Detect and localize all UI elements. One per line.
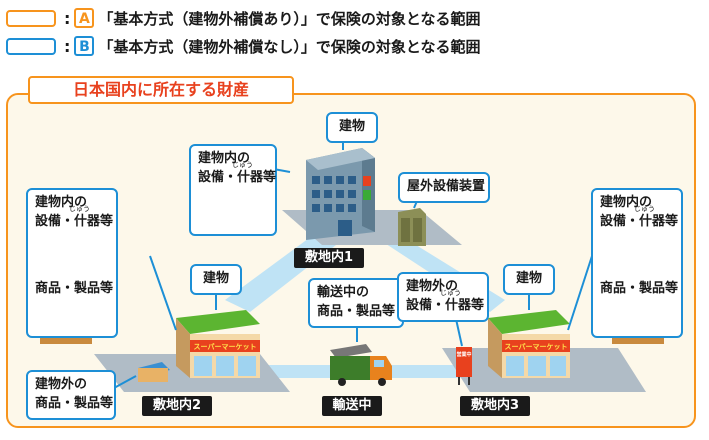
office-building-icon (306, 148, 375, 240)
supermarket-left-icon: スーパーマーケット (176, 310, 260, 378)
callout-left-outside: 建物外の 商品・製品等 (26, 370, 116, 420)
legend-colon: : (64, 8, 71, 28)
site2-label: 敷地内2 (142, 396, 212, 416)
callout-building-top: 建物 (326, 112, 378, 143)
site1-label: 敷地内1 (294, 248, 364, 268)
transit-label: 輸送中 (322, 396, 382, 416)
store-sign-right: スーパーマーケット (505, 342, 568, 351)
callout-building-right: 建物 (503, 264, 555, 295)
callout-left-inside: 建物内の じゅう設備・什器等 商品・製品等 (26, 188, 118, 338)
sandwich-board-icon: 営業中 (456, 347, 472, 385)
ruby-ju: じゅう (440, 288, 461, 297)
callout-outdoor-equipment: 屋外設備装置 (398, 172, 490, 203)
ruby-ju: じゅう (232, 160, 253, 169)
callout-top-equipment: 建物内の じゅう設備・什器等 (189, 144, 277, 236)
store-sign-left: スーパーマーケット (194, 342, 257, 351)
sandwich-board-text: 営業中 (456, 351, 471, 358)
blue-scope-swatch (6, 37, 56, 55)
legend-text-b: 「基本方式（建物外補償なし）」で保険の対象となる範囲 (98, 37, 481, 56)
callout-transit: 輸送中の 商品・製品等 (308, 278, 404, 328)
legend-colon: : (64, 36, 71, 56)
frame-title: 日本国内に所在する財産 (28, 76, 294, 104)
delivery-truck-icon (330, 344, 392, 386)
ruby-ju: じゅう (69, 204, 90, 213)
outdoor-cabinet-icon (398, 208, 426, 246)
callout-right-outside: 建物外の じゅう設備・什器等 (397, 272, 489, 322)
legend-row-a: : A 「基本方式（建物外補償あり）」で保険の対象となる範囲 (6, 7, 480, 29)
legend-tag-b: B (74, 36, 95, 56)
ruby-ju: じゅう (634, 204, 655, 213)
callout-right-inside: 建物内の じゅう設備・什器等 商品・製品等 (591, 188, 683, 338)
callout-building-left: 建物 (190, 264, 242, 295)
orange-scope-swatch (6, 9, 56, 27)
legend-text-a: 「基本方式（建物外補償あり）」で保険の対象となる範囲 (98, 9, 481, 28)
site3-label: 敷地内3 (460, 396, 530, 416)
goods-crate-outside-icon (138, 362, 170, 382)
legend-tag-a: A (74, 8, 95, 28)
legend-row-b: : B 「基本方式（建物外補償なし）」で保険の対象となる範囲 (6, 35, 480, 57)
supermarket-right-icon: スーパーマーケット (488, 310, 570, 378)
